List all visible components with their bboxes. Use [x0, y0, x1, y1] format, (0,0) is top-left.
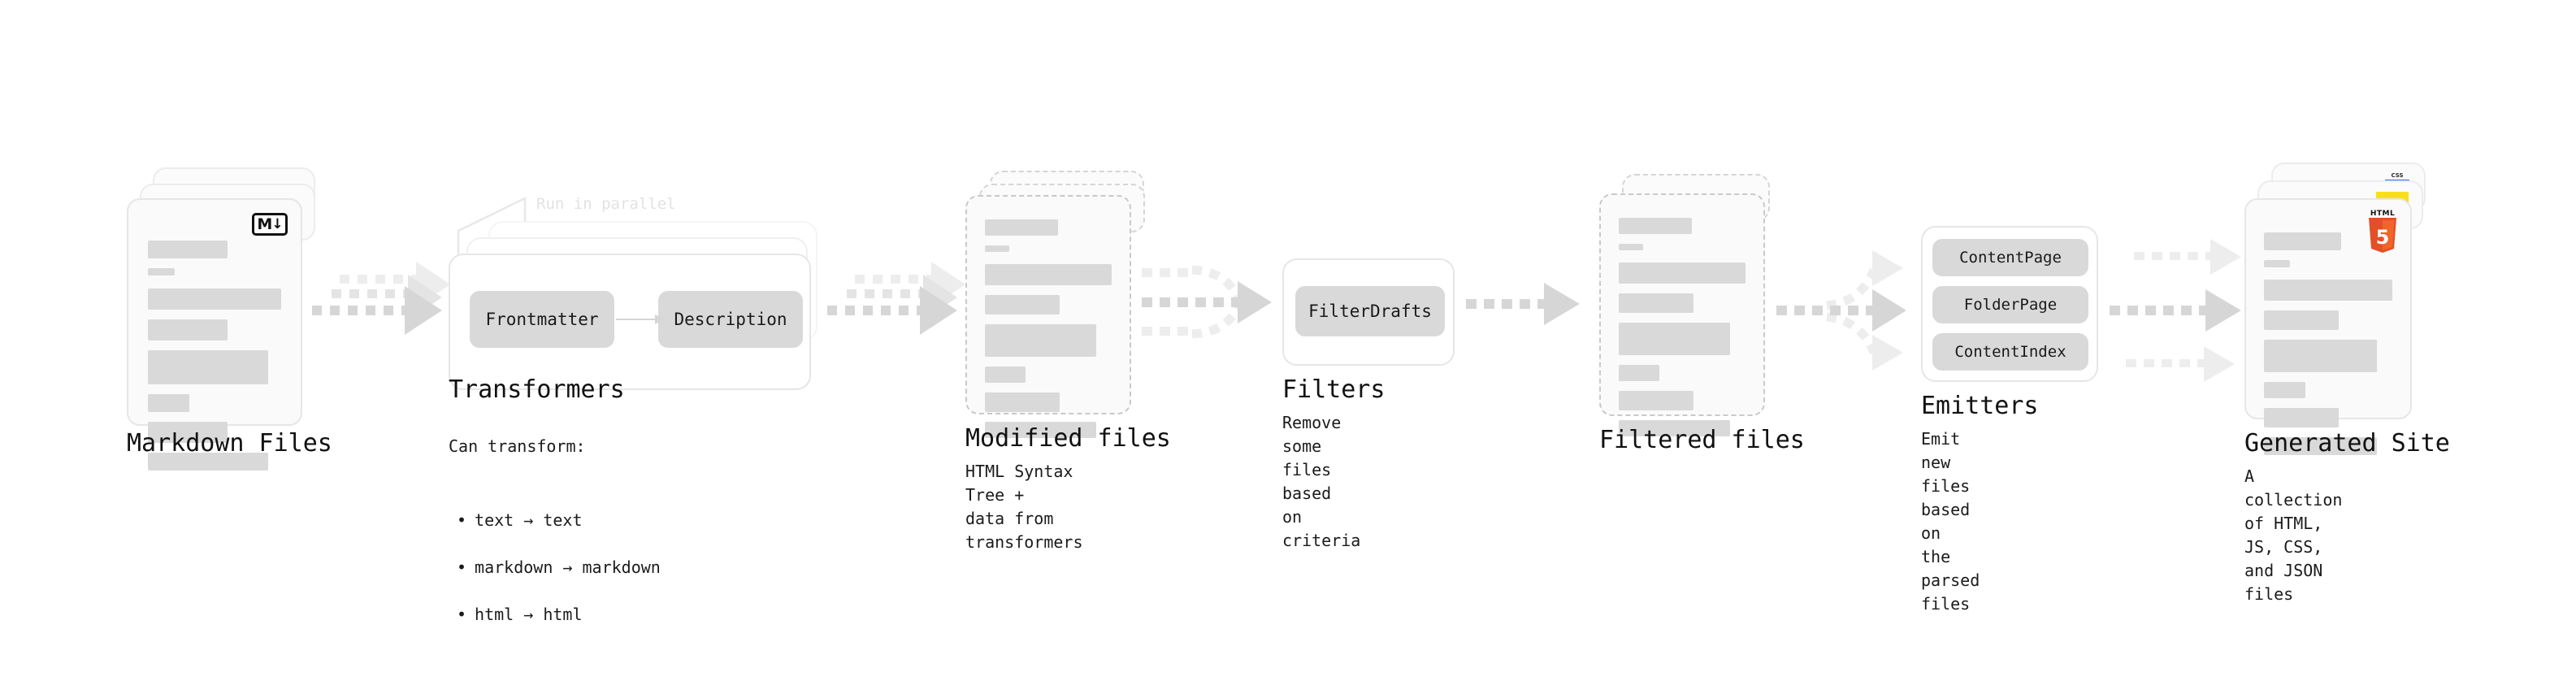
transformers-subtitle-text: Can transform:	[449, 436, 586, 456]
emitters-pill-folderpage[interactable]: FolderPage	[1932, 286, 2088, 323]
transformer-pill-description[interactable]: Description	[658, 291, 803, 348]
site-card-skeleton	[2264, 232, 2392, 465]
filters-box: FilterDrafts	[1282, 258, 1455, 366]
transformer-card-front: Frontmatter Description	[449, 254, 811, 390]
transformers-bullet-2: html → html	[457, 603, 661, 627]
transformers-bullet-0: text → text	[457, 509, 661, 532]
arrow-emitters-to-site	[2110, 239, 2241, 382]
html5-icon-label: HTML	[2370, 210, 2396, 218]
modified-card-skeleton	[985, 219, 1112, 448]
transformers-subtitle: Can transform: text → text markdown → ma…	[449, 411, 661, 674]
markdown-card-front: M↓	[127, 198, 302, 471]
emitters-subtitle: Emit new files based on the parsed files	[1921, 429, 1980, 614]
emitters-pill-contentindex[interactable]: ContentIndex	[1932, 333, 2088, 371]
filters-pill-filterdrafts[interactable]: FilterDrafts	[1295, 286, 1445, 336]
transformers-title: Transformers	[449, 375, 625, 404]
filters-title: Filters	[1282, 375, 1386, 404]
emitters-box: ContentPage FolderPage ContentIndex	[1921, 226, 2098, 382]
arrow-modified-to-filters	[1142, 265, 1272, 339]
filters-subtitle: Remove some files based on criteria	[1282, 413, 1361, 550]
site-card-front: HTML 5	[2244, 198, 2412, 455]
modified-card-front	[965, 195, 1131, 438]
transformers-bullet-list: text → text markdown → markdown html → h…	[457, 485, 661, 650]
transformers-bullet-1: markdown → markdown	[457, 556, 661, 579]
run-in-parallel-bracket	[457, 196, 527, 255]
generated-site-subtitle: A collection of HTML, JS, CSS, and JSON …	[2244, 466, 2343, 604]
run-in-parallel-label: Run in parallel	[536, 195, 676, 213]
css-icon-label: CSS	[2391, 172, 2404, 179]
generated-site-title: Generated Site	[2244, 429, 2450, 458]
arrow-transformers-to-modified	[827, 262, 965, 335]
markdown-icon: M↓	[252, 213, 288, 236]
filtered-files-title: Filtered files	[1599, 426, 1805, 454]
transformer-arrow-front	[616, 314, 665, 324]
filtered-card-skeleton	[1619, 218, 1746, 446]
markdown-files-title: Markdown Files	[127, 429, 332, 458]
modified-files-title: Modified files	[965, 424, 1171, 453]
filtered-card-front	[1599, 193, 1765, 436]
transformer-pill-frontmatter[interactable]: Frontmatter	[470, 291, 614, 348]
emitters-pill-contentpage[interactable]: ContentPage	[1932, 239, 2088, 276]
arrow-markdown-to-transformers	[312, 262, 450, 335]
svg-text:5: 5	[2376, 226, 2390, 249]
html5-icon: HTML 5	[2366, 210, 2399, 257]
emitters-title: Emitters	[1921, 392, 2039, 420]
arrow-filters-to-filtered	[1466, 283, 1580, 325]
modified-files-subtitle: HTML Syntax Tree + data from transformer…	[965, 462, 1083, 552]
markdown-icon-letter: M	[257, 215, 272, 233]
arrow-filtered-to-emitters	[1776, 250, 1906, 371]
markdown-card-skeleton	[148, 241, 281, 480]
